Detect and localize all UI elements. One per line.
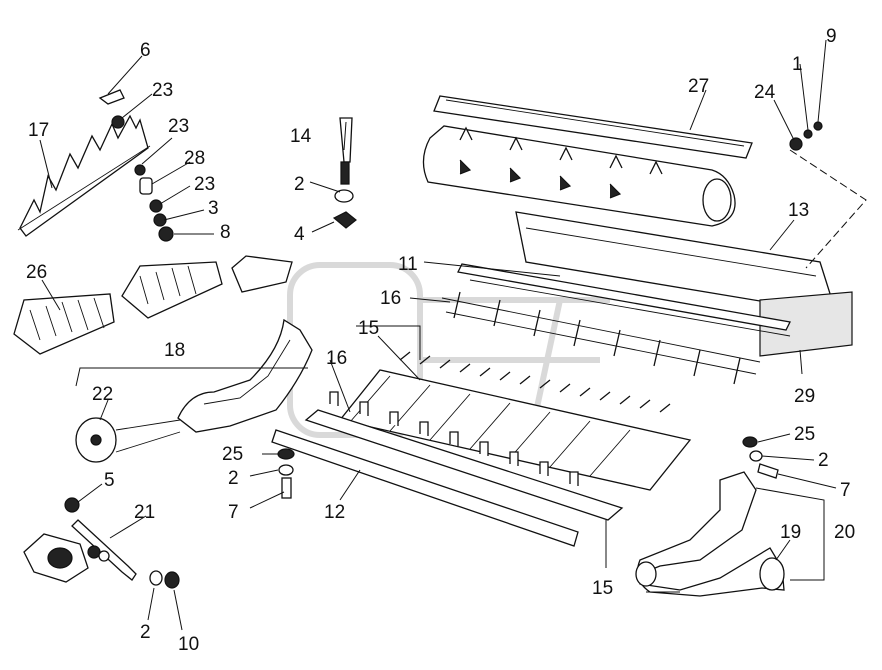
callout-18: 18 (164, 340, 185, 361)
fastener-stack-left (98, 89, 174, 242)
part-26-cutter-segments (13, 255, 293, 355)
part-14-bolt (332, 117, 357, 229)
part-12-toothed-bar (271, 391, 624, 547)
callout-20: 20 (834, 522, 855, 543)
callout-7: 7 (840, 480, 851, 501)
part-5-nut (64, 497, 80, 513)
callout-4: 4 (294, 224, 305, 245)
callout-2: 2 (294, 174, 305, 195)
part-11-rail (457, 263, 791, 337)
callout-2: 2 (140, 622, 151, 643)
callout-23: 23 (152, 80, 173, 101)
fastener-stack-bottom (149, 570, 180, 589)
callout-9: 9 (826, 26, 837, 47)
callout-2: 2 (228, 468, 239, 489)
callout-13: 13 (788, 200, 809, 221)
callout-5: 5 (104, 470, 115, 491)
rotor-drum (422, 125, 736, 227)
callout-21: 21 (134, 502, 155, 523)
fastener-stack-right (742, 436, 779, 479)
callout-15: 15 (592, 578, 613, 599)
leader-lines (39, 39, 837, 631)
callout-2: 2 (818, 450, 829, 471)
callout-8: 8 (220, 222, 231, 243)
callout-16: 16 (326, 348, 347, 369)
callout-10: 10 (178, 634, 199, 655)
part-29-plate (759, 291, 853, 357)
callout-11: 11 (398, 254, 418, 275)
callout-15: 15 (358, 318, 379, 339)
callout-17: 17 (28, 120, 49, 141)
callout-22: 22 (92, 384, 113, 405)
callout-14: 14 (290, 126, 312, 147)
callout-27: 27 (688, 76, 709, 97)
part-16-rod-frame-upper (441, 291, 761, 385)
callout-25: 25 (222, 444, 243, 465)
callout-12: 12 (324, 502, 345, 523)
callout-24: 24 (754, 82, 776, 103)
callout-3: 3 (208, 198, 219, 219)
part-18-curved-arm (177, 318, 313, 433)
part-27-upper-strip (433, 95, 753, 159)
callout-16: 16 (380, 288, 401, 309)
callout-labels: 6 23 17 23 28 23 3 8 14 2 4 27 9 1 24 13… (26, 26, 855, 655)
callout-19: 19 (780, 522, 801, 543)
callout-29: 29 (794, 386, 815, 407)
fastener-stack-centre (277, 448, 295, 499)
part-22-disk (75, 417, 181, 463)
callout-23: 23 (194, 174, 215, 195)
fastener-stack-top-right (789, 121, 867, 269)
callout-28: 28 (184, 148, 205, 169)
callout-25: 25 (794, 424, 815, 445)
callout-1: 1 (792, 54, 803, 75)
callout-23: 23 (168, 116, 189, 137)
part-15-grate (338, 351, 692, 491)
part-17-serrated-knife (17, 114, 151, 237)
callout-26: 26 (26, 262, 47, 283)
callout-7: 7 (228, 502, 239, 523)
part-20-link-plate (635, 471, 785, 597)
callout-6: 6 (140, 40, 151, 61)
part-21-flange-rod (23, 519, 137, 583)
